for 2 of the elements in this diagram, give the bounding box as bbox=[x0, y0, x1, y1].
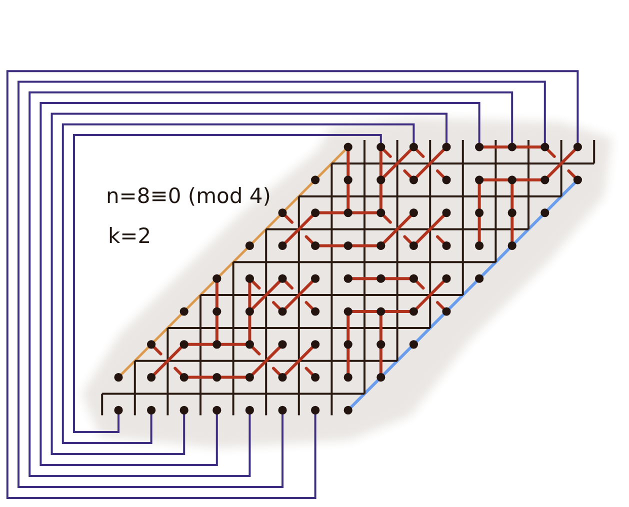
formula-label: k=2 bbox=[108, 226, 152, 247]
formula-label: n=8≡0 (mod 4) bbox=[106, 186, 271, 207]
